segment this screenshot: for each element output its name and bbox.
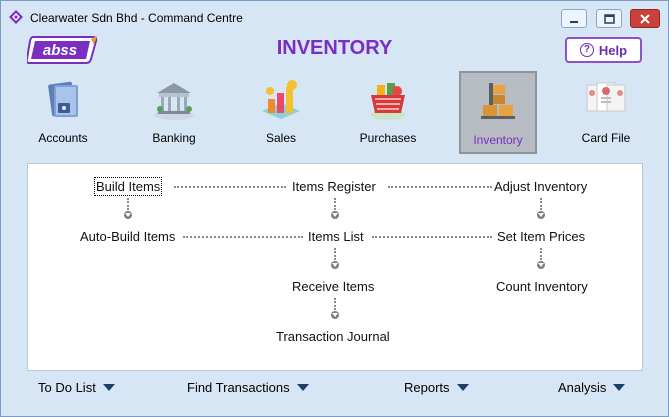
down-arrow-icon — [331, 211, 339, 219]
question-circle-icon: ? — [579, 43, 594, 57]
connector-dots — [174, 186, 286, 188]
title-bar[interactable]: Clearwater Sdn Bhd - Command Centre — [1, 1, 668, 31]
maximize-icon — [603, 13, 615, 24]
chevron-down-icon — [102, 384, 115, 391]
inventory-boxes-icon — [481, 83, 515, 119]
tab-label: Banking — [152, 131, 196, 145]
items-list-link[interactable]: Items List — [308, 229, 364, 244]
tab-inventory[interactable]: Inventory — [459, 71, 537, 154]
down-arrow-icon — [537, 211, 545, 219]
tab-label: Purchases — [359, 131, 417, 145]
command-centre-content: abss INVENTORY ? Help Accounts — [8, 31, 661, 411]
connector-dots — [127, 198, 129, 210]
window-title: Clearwater Sdn Bhd - Command Centre — [30, 11, 243, 25]
svg-text:abss: abss — [43, 42, 77, 59]
app-icon — [9, 10, 23, 24]
close-button[interactable] — [630, 9, 660, 28]
adjust-inventory-link[interactable]: Adjust Inventory — [494, 179, 588, 194]
help-button[interactable]: ? Help — [565, 37, 642, 63]
reports-label: Reports — [404, 380, 450, 395]
tab-purchases[interactable]: Purchases — [349, 71, 427, 154]
connector-dots — [334, 198, 336, 210]
tab-label: Inventory — [473, 133, 523, 147]
connector-dots — [540, 248, 542, 260]
set-item-prices-link[interactable]: Set Item Prices — [497, 229, 586, 244]
tab-label: Card File — [581, 131, 631, 145]
minimize-icon — [570, 20, 578, 23]
tab-label: Sales — [265, 131, 297, 145]
items-register-link[interactable]: Items Register — [292, 179, 376, 194]
chevron-down-icon — [296, 384, 309, 391]
count-inventory-link[interactable]: Count Inventory — [496, 279, 588, 294]
chevron-down-icon — [613, 384, 626, 391]
tab-card-file[interactable]: Card File — [567, 71, 645, 154]
todo-list-menu[interactable]: To Do List — [38, 380, 115, 395]
down-arrow-icon — [331, 311, 339, 319]
module-title: INVENTORY — [276, 37, 393, 59]
accounts-icon — [48, 81, 78, 117]
abss-logo: abss — [27, 36, 98, 64]
receive-items-link[interactable]: Receive Items — [292, 279, 375, 294]
todo-list-label: To Do List — [38, 380, 96, 395]
down-arrow-icon — [537, 261, 545, 269]
transaction-journal-link[interactable]: Transaction Journal — [276, 329, 390, 344]
chevron-down-icon — [456, 384, 469, 391]
connector-dots — [183, 236, 303, 238]
minimize-button[interactable] — [561, 9, 587, 28]
down-arrow-icon — [331, 261, 339, 269]
close-icon — [640, 13, 650, 24]
down-arrow-icon — [124, 211, 132, 219]
shopping-basket-icon — [370, 83, 406, 120]
tab-accounts[interactable]: Accounts — [24, 71, 102, 154]
tab-sales[interactable]: Sales — [242, 71, 320, 154]
connector-dots — [334, 298, 336, 310]
build-items-link[interactable]: Build Items — [93, 177, 163, 196]
maximize-button[interactable] — [596, 9, 622, 28]
sales-icon — [262, 80, 300, 119]
find-transactions-label: Find Transactions — [187, 380, 290, 395]
connector-dots — [372, 236, 492, 238]
inventory-flow-panel: Build Items Items Register Adjust Invent… — [27, 163, 643, 371]
tab-banking[interactable]: Banking — [135, 71, 213, 154]
find-transactions-menu[interactable]: Find Transactions — [187, 380, 309, 395]
tab-label: Accounts — [38, 131, 88, 145]
reports-menu[interactable]: Reports — [404, 380, 469, 395]
connector-dots — [334, 248, 336, 260]
connector-dots — [540, 198, 542, 210]
auto-build-items-link[interactable]: Auto-Build Items — [80, 229, 176, 244]
analysis-menu[interactable]: Analysis — [558, 380, 626, 395]
bank-building-icon — [154, 83, 194, 120]
connector-dots — [388, 186, 492, 188]
card-file-icon — [586, 82, 626, 112]
analysis-label: Analysis — [558, 380, 607, 395]
help-label: Help — [598, 42, 628, 58]
